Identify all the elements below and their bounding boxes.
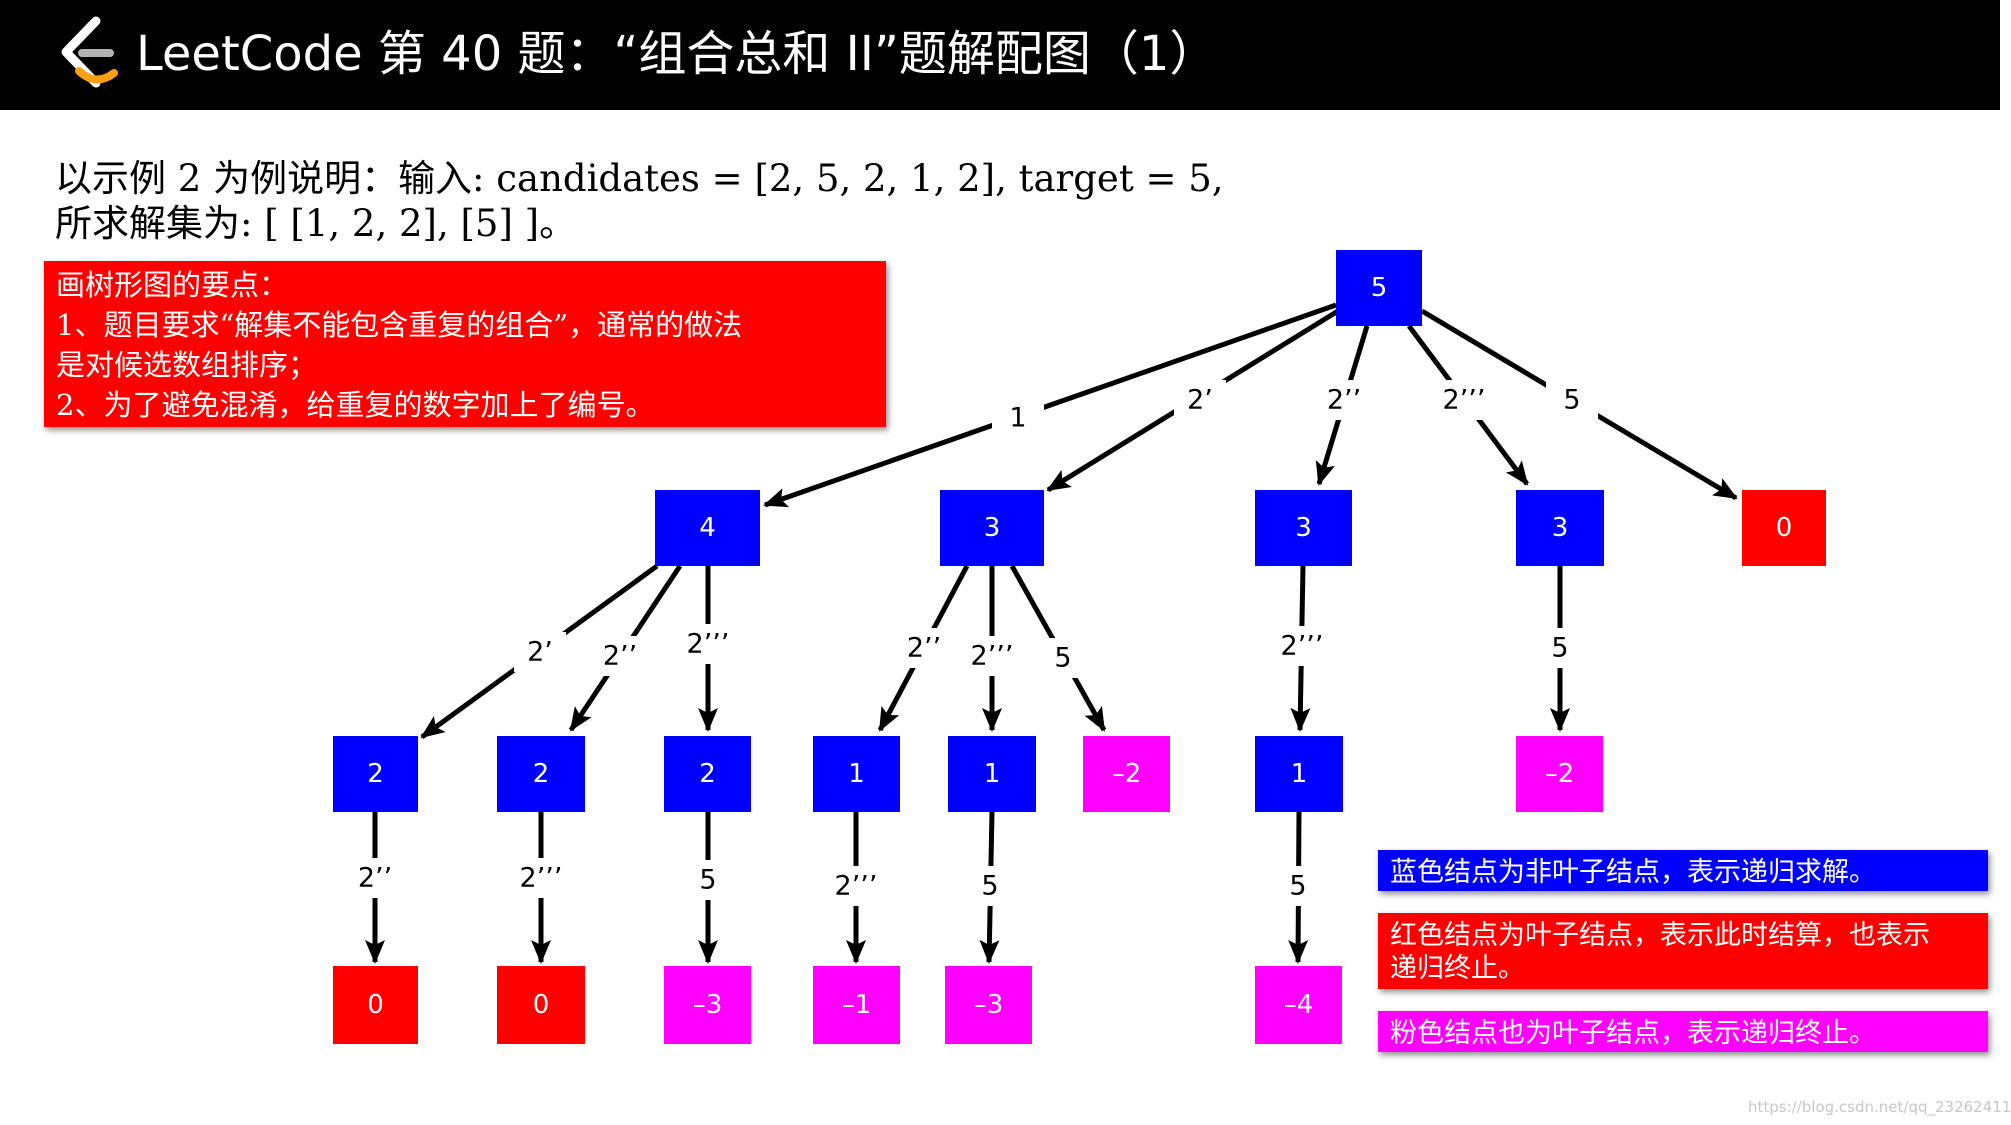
example-input-line: 以示例 2 为例说明：输入: candidates = [2, 5, 2, 1,… (55, 157, 1224, 200)
tree-node-b1x (813, 966, 900, 1044)
tree-node-value-a2: 2 (533, 759, 550, 789)
title-bar: LeetCode 第 40 题：“组合总和 II”题解配图（1） (0, 0, 2000, 110)
tree-node-value-b2x: –3 (974, 990, 1004, 1020)
key-points-heading: 画树形图的要点： (56, 268, 289, 302)
tree-node-value-c1x: –4 (1284, 990, 1314, 1020)
tree-node-a1 (333, 736, 418, 812)
edge-label-a1-a1x: 2’’ (358, 863, 392, 894)
page-title: LeetCode 第 40 题：“组合总和 II”题解配图（1） (136, 26, 1218, 82)
key-point-2: 2、为了避免混淆，给重复的数字加上了编号。 (56, 388, 655, 422)
tree-node-value-a: 4 (699, 513, 716, 543)
edge-label-a-a1: 2’ (527, 637, 553, 668)
edge-label-a-a2: 2’’ (603, 641, 637, 672)
edge-label-background (682, 624, 734, 664)
tree-node-b1 (813, 736, 900, 812)
edge-label-background (966, 636, 1018, 676)
edge-label-root-b: 2’ (1187, 385, 1213, 416)
key-point-1-continued: 是对候选数组排序； (56, 348, 318, 382)
edge-root-a (763, 302, 1337, 508)
edge-label-a3-a3x: 5 (699, 865, 716, 896)
legend-zero-leaf-line2: 递归终止。 (1390, 953, 1525, 984)
tree-node-d1 (1516, 736, 1603, 812)
edge-label-background (1037, 638, 1089, 678)
edge-label-root-d: 2’’’ (1443, 385, 1486, 416)
tree-node-a3x (664, 966, 751, 1044)
tree-node-value-c1: 1 (1291, 759, 1308, 789)
edge-label-b-b1: 2’’ (907, 633, 941, 664)
edge-label-background (898, 628, 950, 668)
tree-node-value-a3x: –3 (693, 990, 723, 1020)
tree-node-value-b1: 1 (848, 759, 865, 789)
tree-node-value-b1x: –1 (842, 990, 872, 1020)
tree-node-root (1336, 250, 1422, 326)
tree-node-a3 (664, 736, 751, 812)
tree-node-value-b3: –2 (1112, 759, 1142, 789)
tree-node-c1x (1255, 966, 1342, 1044)
edge-label-background (515, 858, 567, 898)
edge-label-background (964, 866, 1016, 906)
tree-node-value-d: 3 (1552, 513, 1569, 543)
tree-node-value-d1: –2 (1545, 759, 1575, 789)
edge-label-root-c: 2’’ (1327, 385, 1361, 416)
edge-label-b-b2: 2’’’ (971, 641, 1014, 672)
tree-node-value-b: 3 (984, 513, 1001, 543)
edge-label-background (992, 398, 1044, 438)
edge-label-background (349, 858, 401, 898)
legend-zero-leaf-line1: 红色结点为叶子结点，表示此时结算，也表示 (1390, 920, 1930, 951)
legend-zero-leaf: 红色结点为叶子结点，表示此时结算，也表示 递归终止。 (1378, 913, 1988, 989)
watermark: https://blog.csdn.net/qq_23262411 (1748, 1098, 2011, 1116)
key-points-box: 画树形图的要点： 1、题目要求“解集不能包含重复的组合”，通常的做法 是对候选数… (44, 261, 886, 427)
tree-node-a (655, 490, 760, 566)
tree-node-c1 (1255, 736, 1343, 812)
tree-node-value-a1: 2 (367, 759, 384, 789)
edge-label-root-a: 1 (1009, 403, 1026, 434)
tree-node-value-b2: 1 (984, 759, 1001, 789)
tree-node-a1x (333, 966, 418, 1044)
tree-node-value-root: 5 (1371, 273, 1388, 303)
example-description: 以示例 2 为例说明：输入: candidates = [2, 5, 2, 1,… (55, 156, 1224, 246)
tree-node-b (940, 490, 1044, 566)
edge-label-background (1276, 626, 1328, 666)
key-point-1: 1、题目要求“解集不能包含重复的组合”，通常的做法 (56, 308, 743, 342)
leetcode-logo-icon (61, 16, 118, 88)
edge-label-background (1546, 380, 1598, 420)
tree-node-a2x (497, 966, 585, 1044)
tree-node-b3 (1083, 736, 1170, 812)
tree-node-c (1255, 490, 1352, 566)
edge-label-d-d1: 5 (1551, 633, 1568, 664)
edge-label-a2-a2x: 2’’’ (520, 863, 563, 894)
tree-node-value-e: 0 (1776, 513, 1793, 543)
edge-label-root-e: 5 (1563, 385, 1580, 416)
edge-label-c1-c1x: 5 (1289, 871, 1306, 902)
edge-label-b-b3: 5 (1054, 643, 1071, 674)
edge-label-background (594, 636, 646, 676)
edge-label-background (1318, 380, 1370, 420)
edge-label-background (1174, 380, 1226, 420)
tree-node-b2x (945, 966, 1032, 1044)
edge-label-background (830, 866, 882, 906)
tree-node-b2 (948, 736, 1036, 812)
tree-node-e (1742, 490, 1826, 566)
edge-label-c-c1: 2’’’ (1281, 631, 1324, 662)
edge-label-background (1534, 628, 1586, 668)
tree-node-value-a1x: 0 (367, 990, 384, 1020)
tree-node-value-a2x: 0 (533, 990, 550, 1020)
tree-node-value-c: 3 (1295, 513, 1312, 543)
legend-negative-leaf: 粉色结点也为叶子结点，表示递归终止。 (1378, 1011, 1988, 1052)
edge-label-b2-b2x: 5 (981, 871, 998, 902)
edge-label-background (1438, 380, 1490, 420)
tree-node-value-a3: 2 (699, 759, 716, 789)
edge-label-a-a3: 2’’’ (687, 629, 730, 660)
tree-node-d (1516, 490, 1604, 566)
edge-label-background (1272, 866, 1324, 906)
example-solution-line: 所求解集为: [ [1, 2, 2], [5] ]。 (55, 202, 577, 245)
edge-label-background (514, 632, 566, 672)
edge-label-background (682, 860, 734, 900)
edge-label-b1-b1x: 2’’’ (835, 871, 878, 902)
tree-node-a2 (497, 736, 585, 812)
legend-internal-node: 蓝色结点为非叶子结点，表示递归求解。 (1378, 850, 1988, 891)
